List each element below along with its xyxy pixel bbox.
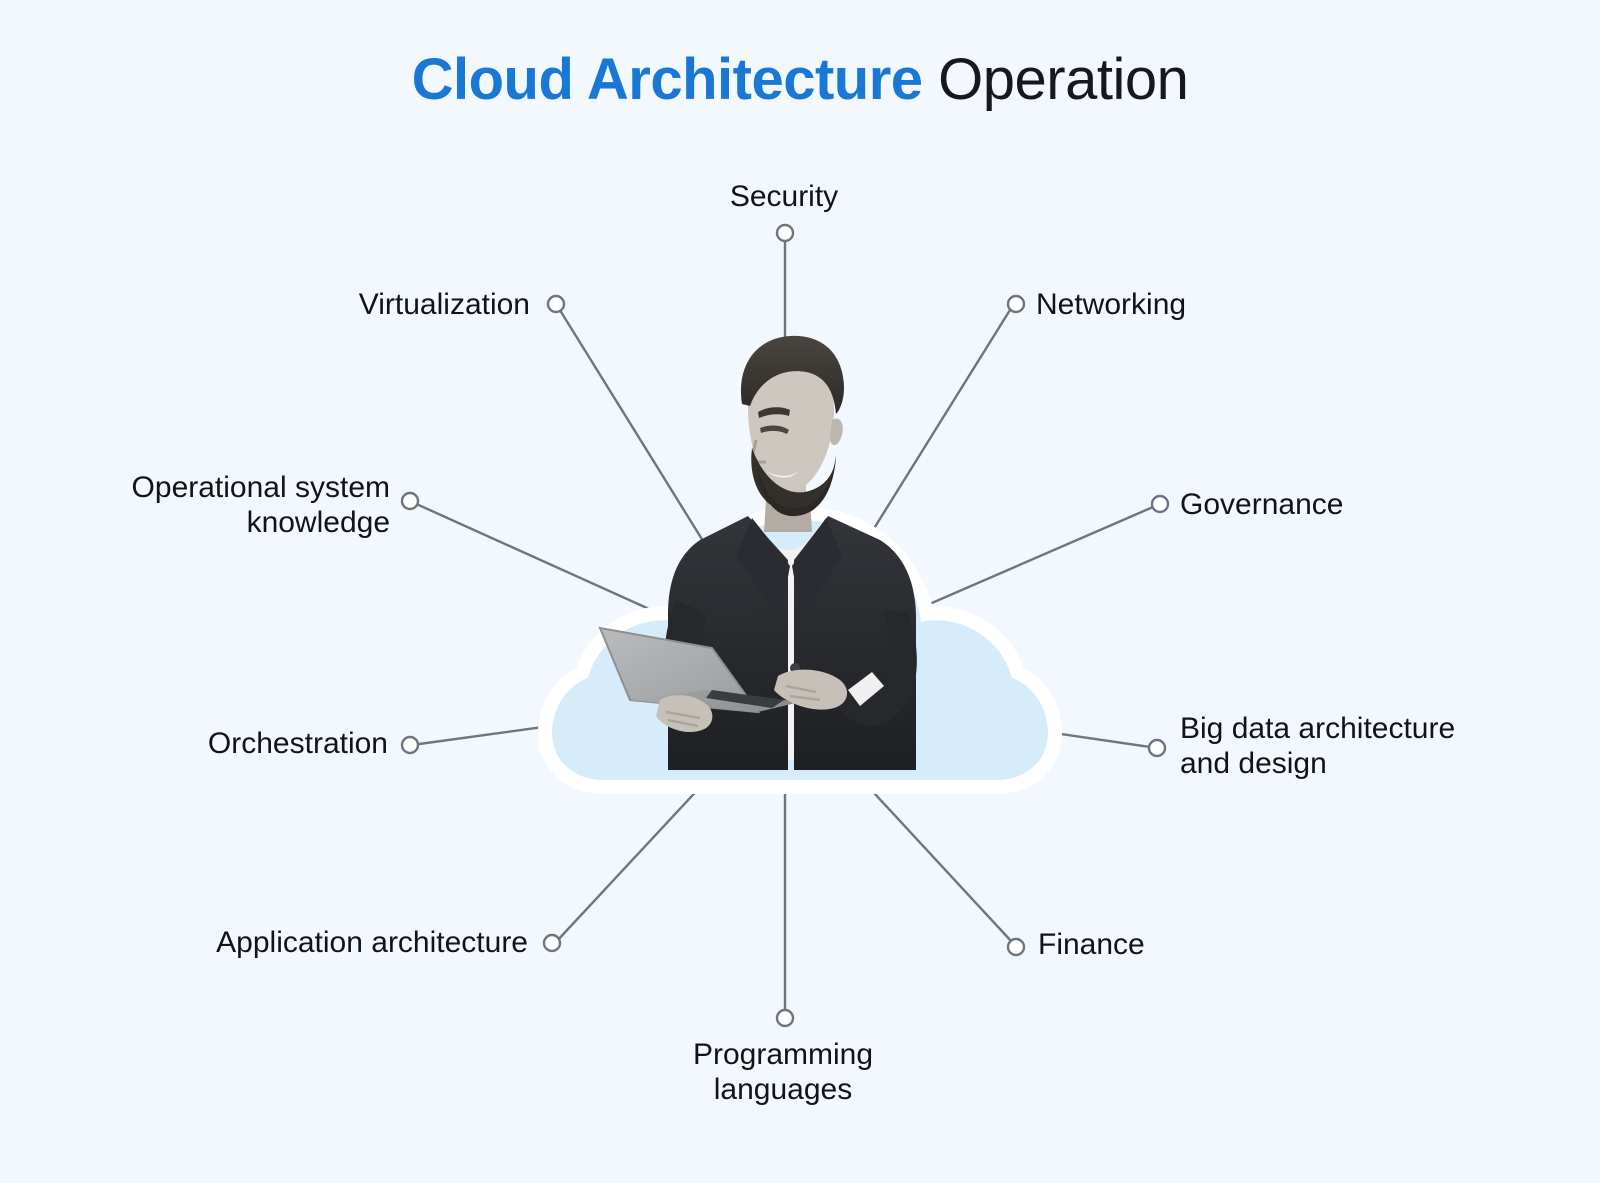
- node-label-big-data: Big data architecture and design: [1180, 712, 1456, 780]
- node-dot-big-data: [1147, 738, 1167, 758]
- node-dot-app-arch: [542, 933, 562, 953]
- laptop-graphic: [598, 626, 800, 714]
- node-dot-governance: [1150, 494, 1170, 514]
- node-dot-security: [775, 223, 795, 243]
- title-plain-text: Operation: [922, 47, 1189, 112]
- title-accent-text: Cloud Architecture: [411, 47, 923, 112]
- node-label-programming: Programming languages: [692, 1038, 874, 1106]
- node-dot-networking: [1006, 294, 1026, 314]
- node-dot-op-sys: [400, 491, 420, 511]
- node-dot-orchestration: [400, 735, 420, 755]
- node-label-orchestration: Orchestration: [207, 727, 388, 760]
- person-with-laptop-photo: [598, 335, 917, 770]
- node-label-virtualization: Virtualization: [358, 288, 530, 321]
- node-label-app-arch: Application architecture: [216, 926, 528, 959]
- node-label-finance: Finance: [1038, 928, 1145, 961]
- connector-dots: [400, 223, 1170, 1028]
- node-dot-programming: [775, 1008, 795, 1028]
- node-dot-virtualization: [546, 294, 566, 314]
- page-title: Cloud Architecture Operation: [0, 48, 1600, 112]
- node-label-governance: Governance: [1180, 488, 1344, 521]
- node-label-networking: Networking: [1036, 288, 1187, 321]
- node-label-op-sys: Operational system knowledge: [131, 471, 390, 539]
- node-dot-finance: [1006, 937, 1026, 957]
- node-label-security: Security: [729, 180, 839, 213]
